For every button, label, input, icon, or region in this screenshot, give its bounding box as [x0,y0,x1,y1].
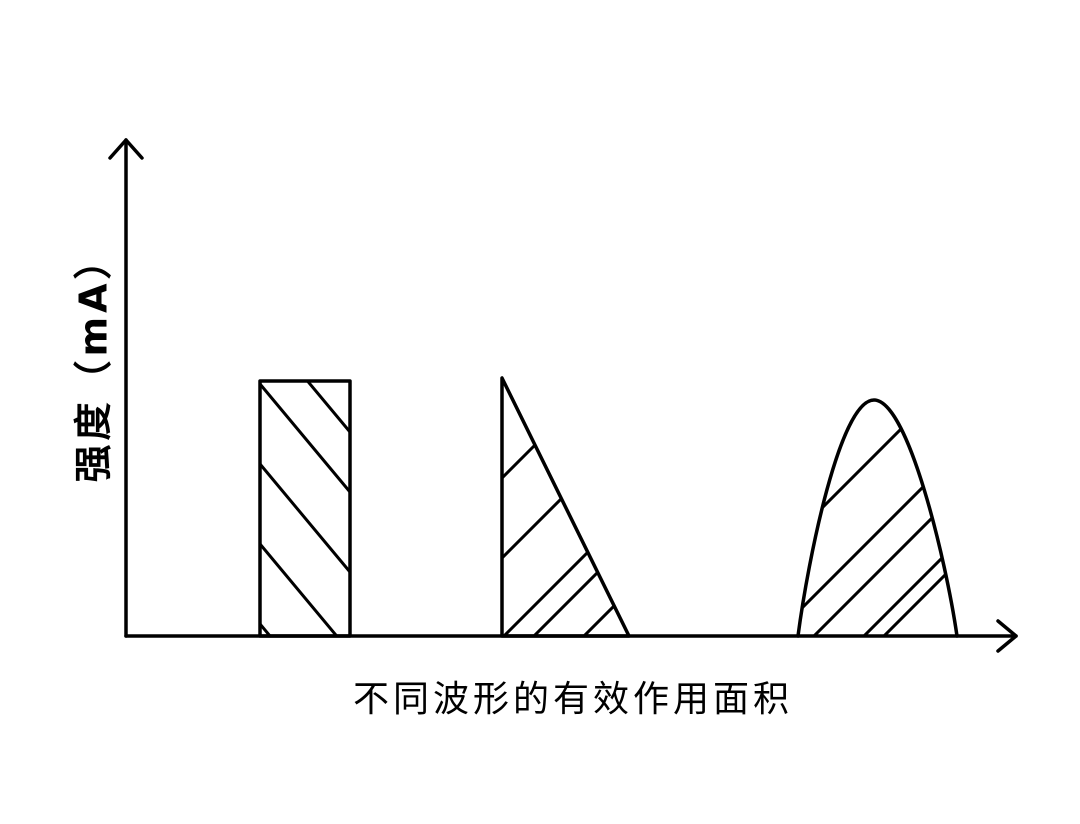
half-sine-waveform [796,398,959,638]
triangle-waveform [500,376,631,638]
y-axis-arrowhead [108,138,144,160]
rectangle-hatching [260,381,350,636]
x-axis-arrowhead [996,619,1018,653]
half-sine-hatching [798,400,957,636]
y-axis-label: 强度（mA） [71,237,116,483]
rectangle-waveform [258,379,352,638]
diagram-caption: 不同波形的有效作用面积 [352,679,794,720]
